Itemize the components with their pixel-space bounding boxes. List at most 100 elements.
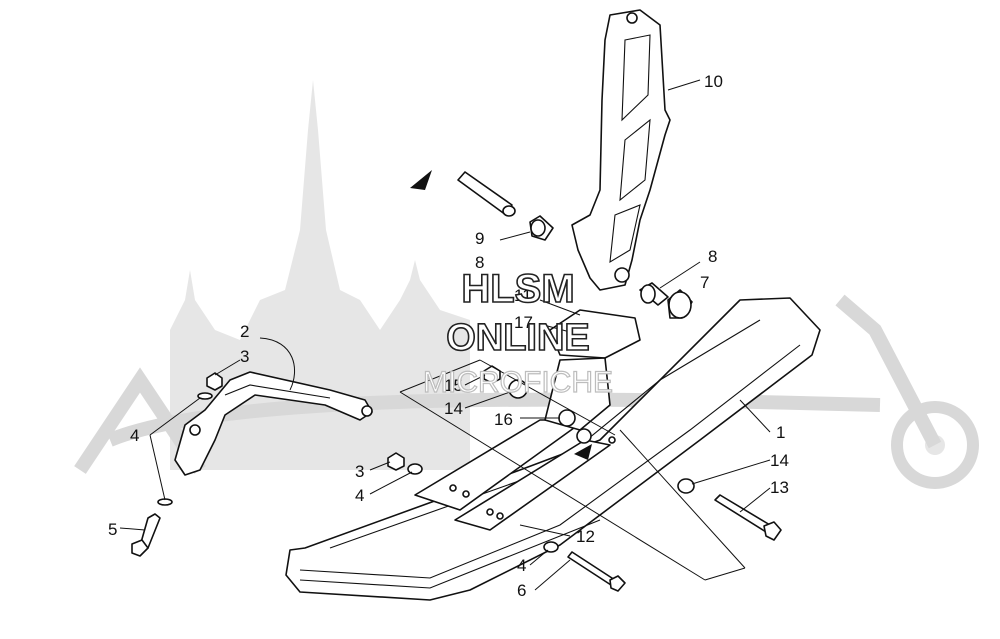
leader-7 — [667, 79, 701, 91]
leader-1 — [739, 399, 771, 433]
ref-line-top — [399, 359, 481, 393]
callout-12: 12 — [576, 527, 595, 546]
bolt-5-head — [131, 539, 149, 557]
leader-2 — [259, 337, 296, 391]
ref-line-left — [399, 391, 706, 581]
callout-6: 6 — [517, 581, 526, 600]
callout-11: 11 — [514, 286, 532, 305]
leader-14-right — [691, 459, 771, 485]
direction-arrow-right — [574, 444, 592, 460]
mount-hole-3 — [486, 508, 494, 516]
bushing-8-left-face — [530, 219, 546, 237]
nut-15 — [483, 365, 501, 384]
leader-8 — [659, 261, 701, 289]
callout-15: 15 — [444, 376, 463, 395]
watermark-text: HLSM ONLINE MICROFICHE — [422, 266, 613, 399]
callout-8-left: 8 — [475, 253, 484, 272]
leader-11 — [539, 299, 581, 316]
hardware — [131, 365, 782, 592]
spacer-9 — [457, 171, 513, 216]
nut-3-mid — [387, 452, 405, 471]
callout-4-bottom: 4 — [517, 556, 526, 575]
nut-3-top — [206, 372, 223, 391]
bolt-13-head — [763, 521, 782, 541]
ski-handle-hole-1 — [189, 424, 201, 436]
callout-16: 16 — [494, 410, 513, 429]
bracket-17 — [549, 309, 641, 359]
spindle-arm — [571, 9, 671, 291]
ski-handle-body — [174, 371, 373, 476]
ref-line-diag — [479, 359, 616, 436]
leader-14-top — [464, 391, 511, 409]
left-bushing-set — [410, 170, 554, 241]
callout-9: 9 — [475, 229, 484, 248]
ski-handle-groove — [224, 384, 331, 399]
leader-13 — [739, 487, 771, 513]
callout-14-right: 14 — [770, 451, 789, 470]
callout-13: 13 — [770, 478, 789, 497]
ski-groove-line — [329, 319, 761, 549]
skyline-silhouette — [170, 80, 470, 470]
spindle-arm-cutout-3 — [609, 204, 641, 264]
leader-lines — [119, 79, 771, 591]
spindle-arm-body — [571, 9, 671, 291]
bolt-6 — [567, 551, 616, 586]
washer-4-bottom — [543, 541, 559, 553]
callout-4-mid: 4 — [355, 486, 364, 505]
direction-arrow-left — [410, 170, 432, 190]
leader-15 — [464, 374, 486, 386]
leader-9 — [499, 231, 531, 241]
callout-5: 5 — [108, 520, 117, 539]
callout-3-mid: 3 — [355, 462, 364, 481]
leader-17 — [539, 323, 571, 333]
spacer-9-end — [502, 205, 516, 217]
spindle-arm-cutout-2 — [619, 118, 651, 202]
mount-hole-5 — [608, 436, 616, 444]
ski-handle-end-hole — [361, 405, 373, 417]
callout-labels: 10 9 8 8 7 11 17 1 2 3 4 5 3 4 15 14 16 … — [108, 72, 789, 600]
right-bushing-set — [639, 282, 693, 319]
mount-block — [414, 419, 616, 531]
bolt-6-head — [609, 575, 626, 592]
leader-3-top — [214, 359, 241, 376]
callout-4-left: 4 — [130, 426, 139, 445]
callout-17: 17 — [514, 313, 533, 332]
bushing-8-right-face — [640, 284, 656, 304]
logo-fork — [835, 294, 942, 449]
bushing-16b — [576, 428, 592, 444]
ref-line-right — [619, 429, 746, 569]
leader-3-mid — [369, 461, 391, 471]
reference-lines — [399, 359, 746, 581]
bolt-13 — [714, 494, 771, 533]
mount-hole-1 — [449, 484, 457, 492]
ski — [285, 297, 821, 601]
ski-keel — [299, 519, 601, 589]
leader-12 — [519, 524, 571, 537]
washer-4-top — [197, 392, 213, 400]
callout-1: 1 — [776, 423, 785, 442]
callout-8-right: 8 — [708, 247, 717, 266]
watermark-microfiche: MICROFICHE — [423, 366, 613, 399]
ski-body — [285, 297, 821, 601]
washer-14-right — [677, 478, 695, 494]
background-watermark — [74, 80, 979, 489]
callout-3-top: 3 — [240, 347, 249, 366]
mount-plate-right — [454, 439, 611, 531]
ref-line-bottom — [704, 567, 746, 581]
spindle-arm-pivot — [614, 267, 630, 283]
mount-hole-2 — [462, 490, 470, 498]
callout-7: 10 — [704, 72, 723, 91]
bushing-16 — [558, 409, 576, 427]
leader-5 — [119, 527, 146, 531]
spindle-arm-cutout-1 — [621, 34, 651, 122]
leader-4-left — [149, 397, 201, 501]
logo-wheel — [891, 401, 979, 489]
mount-hole-4 — [496, 512, 504, 520]
washer-4-mid — [407, 463, 423, 475]
washer-14-top — [508, 379, 528, 399]
callout-2: 2 — [240, 322, 249, 341]
ski-handle — [174, 371, 373, 476]
spacer-10-face — [668, 291, 692, 319]
leader-4-bottom — [529, 549, 549, 566]
